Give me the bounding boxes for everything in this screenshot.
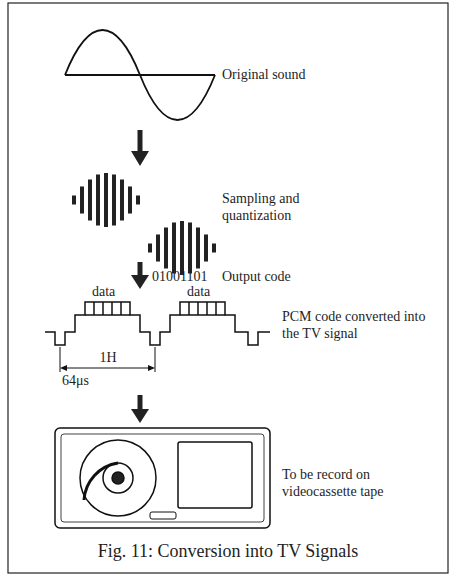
sample-bars (72, 173, 216, 275)
signal-label: data (92, 283, 132, 300)
figure-frame (8, 3, 448, 573)
arrow (131, 130, 149, 166)
arrow (131, 262, 149, 289)
stage-label: Original sound (222, 66, 372, 83)
arrow (131, 395, 149, 423)
signal-label: data (187, 283, 227, 300)
stage-label: To be record on videocassette tape (282, 466, 432, 500)
sine-wave (65, 30, 215, 120)
stage-label: Output code (222, 268, 332, 285)
figure-caption: Fig. 11: Conversion into TV Signals (12, 540, 444, 562)
stage-label: PCM code converted into the TV signal (282, 308, 432, 342)
dimension-value: 64μs (62, 372, 122, 389)
dimension-label: 1H (88, 349, 128, 366)
pcm-waveform (45, 302, 270, 345)
code-value: 01001101 (152, 268, 222, 285)
period-dimension (60, 347, 155, 372)
stage-label: Sampling and quantization (222, 190, 332, 224)
videocassette (55, 428, 270, 528)
